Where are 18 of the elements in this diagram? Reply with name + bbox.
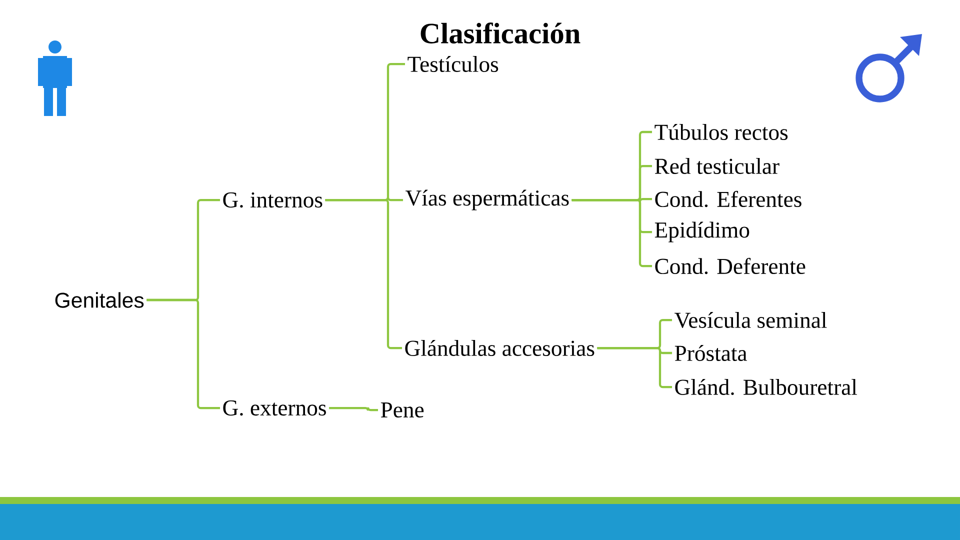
term-label: G. externos (223, 400, 326, 416)
term-label: Vesícula seminal (674, 312, 827, 328)
term-label: Epidídimo (654, 222, 750, 242)
term-label: Testículos (408, 56, 498, 72)
term-label: Red testicular (654, 158, 780, 174)
term-label: Glánd. Bulbouretral (675, 378, 857, 396)
bracket (146, 298, 220, 410)
term-label: Cond. Deferente (655, 258, 806, 274)
title: Clasificación (420, 22, 580, 44)
term-label: Glándulas accesorias (405, 340, 594, 356)
term-label: Pene (380, 402, 424, 418)
term-label: Túbulos rectos (654, 124, 788, 140)
bracket (329, 406, 378, 412)
term-label: Próstata (674, 345, 747, 361)
term-label: Genitales (55, 292, 144, 308)
term-label: Vías espermáticas (406, 190, 569, 210)
term-label: Cond. Eferentes (655, 190, 802, 208)
term-label: G. internos (223, 192, 322, 208)
